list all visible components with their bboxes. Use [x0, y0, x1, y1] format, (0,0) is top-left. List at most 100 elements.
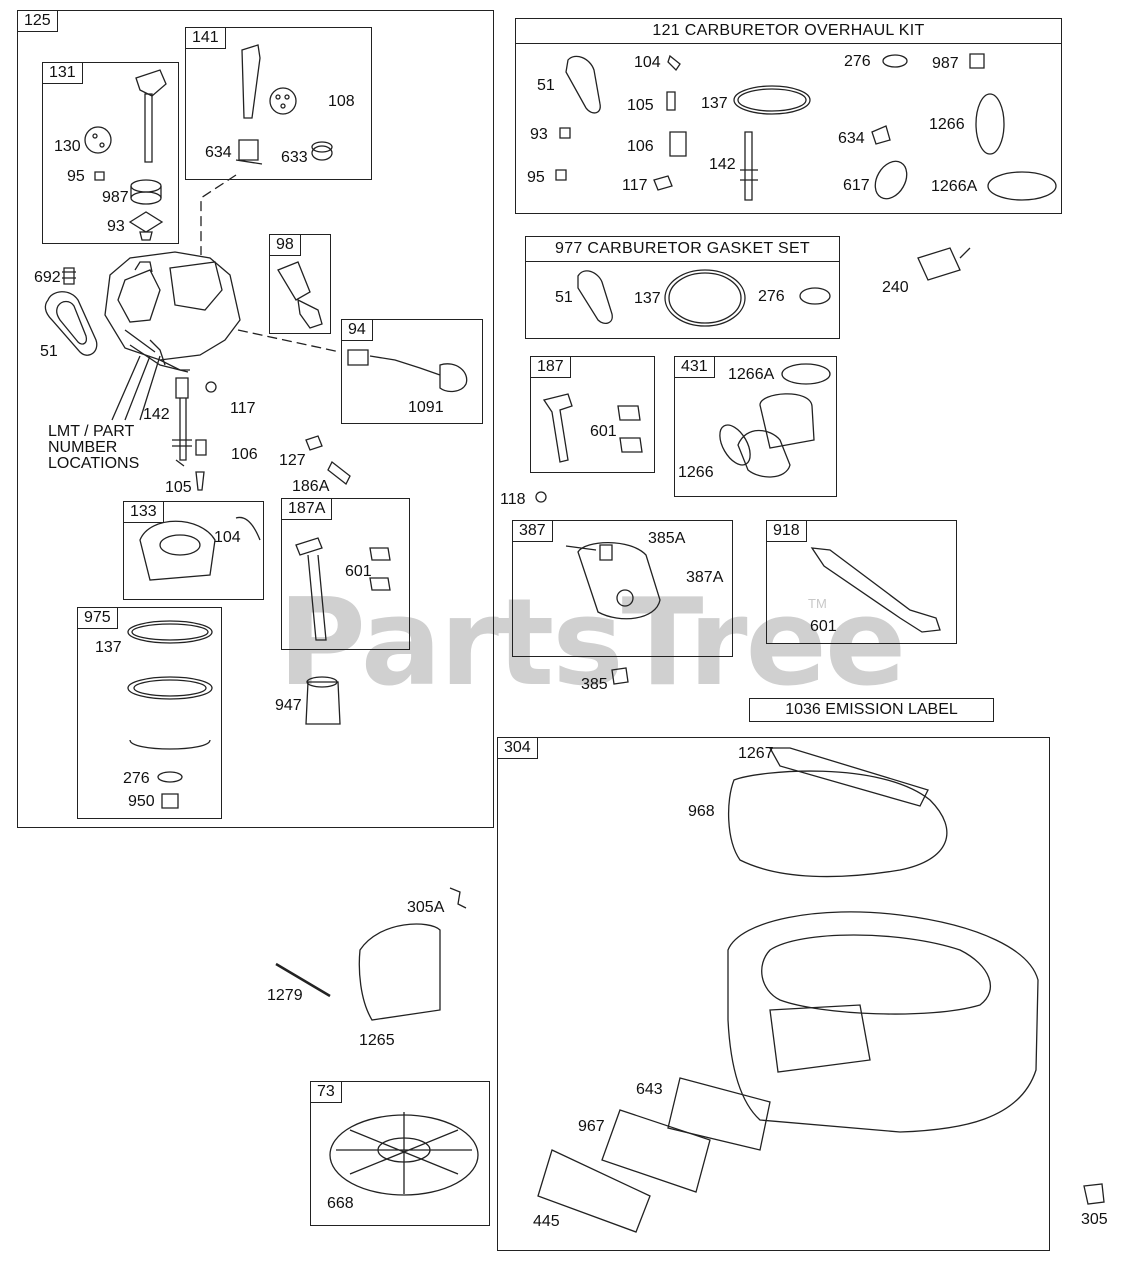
gasket-label-276: 276: [758, 288, 785, 305]
part-label-1265: 1265: [359, 1032, 395, 1049]
group-tag-73: 73: [310, 1081, 342, 1103]
part-label-967: 967: [578, 1118, 605, 1135]
part-label-305A: 305A: [407, 899, 445, 916]
overhaul-label-987: 987: [932, 55, 959, 72]
part-141-stem: [241, 44, 261, 119]
overhaul-label-617: 617: [843, 177, 870, 194]
part-label-106: 106: [231, 446, 258, 463]
overhaul-label-276: 276: [844, 53, 871, 70]
group-box-387: 387: [512, 520, 733, 657]
part-51-gasket: [44, 291, 98, 356]
group-box-918: 918: [766, 520, 957, 644]
group-box-187: 187: [530, 356, 655, 473]
part-label-385: 385: [581, 676, 608, 693]
part-label-93: 93: [107, 218, 125, 235]
part-label-1266A-431: 1266A: [728, 366, 775, 383]
part-label-987: 987: [102, 189, 129, 206]
part-1265-shield: [358, 923, 441, 1021]
part-label-1091: 1091: [408, 399, 444, 416]
part-1267-strip: [768, 747, 929, 807]
group-box-187A: 187A: [281, 498, 410, 650]
part-967-label: [601, 1109, 711, 1193]
group-box-125: 125: [17, 10, 494, 828]
overhaul-label-634: 634: [838, 130, 865, 147]
part-label-1266-431: 1266: [678, 464, 714, 481]
group-tag-431: 431: [674, 356, 715, 378]
kit-title-overhaul: 121 CARBURETOR OVERHAUL KIT: [516, 19, 1061, 44]
part-label-105: 105: [165, 479, 192, 496]
kit-box-gasket: 977 CARBURETOR GASKET SET: [525, 236, 840, 339]
part-304-shroud: [727, 911, 1039, 1133]
group-box-73: 73: [310, 1081, 490, 1226]
part-label-142: 142: [143, 406, 170, 423]
part-label-1267: 1267: [738, 745, 774, 762]
group-tag-187A: 187A: [281, 498, 333, 520]
overhaul-label-93: 93: [530, 126, 548, 143]
kit-box-overhaul: 121 CARBURETOR OVERHAUL KIT: [515, 18, 1062, 214]
overhaul-label-104: 104: [634, 54, 661, 71]
part-label-692: 692: [34, 269, 61, 286]
part-label-634: 634: [205, 144, 232, 161]
lmt-note-line3: LOCATIONS: [48, 455, 140, 472]
part-label-633: 633: [281, 149, 308, 166]
part-133-shape: [139, 520, 216, 581]
part-label-601: 601: [345, 563, 372, 580]
group-tag-387: 387: [512, 520, 553, 542]
group-box-141: 141: [185, 27, 372, 180]
lmt-note-line1: LMT / PART: [48, 423, 135, 440]
part-label-137: 137: [95, 639, 122, 656]
part-label-387A: 387A: [686, 569, 724, 586]
part-130-plate: [84, 126, 112, 154]
overhaul-label-1266: 1266: [929, 116, 965, 133]
group-tag-131: 131: [42, 62, 83, 84]
gasket-label-137: 137: [634, 290, 661, 307]
lmt-note-line2: NUMBER: [48, 439, 118, 456]
part-label-276: 276: [123, 770, 150, 787]
lmt-note: LMT / PART NUMBER LOCATIONS: [48, 424, 139, 472]
part-label-108: 108: [328, 93, 355, 110]
part-label-51: 51: [40, 343, 58, 360]
group-tag-125: 125: [17, 10, 58, 32]
group-box-131: 131: [42, 62, 179, 244]
group-tag-304: 304: [497, 737, 538, 759]
gasket-label-51: 51: [555, 289, 573, 306]
overhaul-label-105: 105: [627, 97, 654, 114]
part-label-1279: 1279: [267, 987, 303, 1004]
part-label-601-187: 601: [590, 423, 617, 440]
group-box-133: 133: [123, 501, 264, 600]
group-tag-141: 141: [185, 27, 226, 49]
part-label-445: 445: [533, 1213, 560, 1230]
group-tag-918: 918: [766, 520, 807, 542]
part-968-cover: [727, 770, 948, 878]
overhaul-label-117: 117: [622, 177, 648, 194]
part-label-643: 643: [636, 1081, 663, 1098]
group-tag-98: 98: [269, 234, 301, 256]
kit-emission-label: 1036 EMISSION LABEL: [749, 698, 994, 722]
part-label-305: 305: [1081, 1211, 1108, 1228]
group-tag-94: 94: [341, 319, 373, 341]
part-445-panel: [537, 1149, 651, 1233]
part-label-95: 95: [67, 168, 85, 185]
overhaul-label-137: 137: [701, 95, 728, 112]
group-box-98: 98: [269, 234, 331, 334]
part-label-385A: 385A: [648, 530, 686, 547]
part-label-104: 104: [214, 529, 241, 546]
part-label-601-918: 601: [810, 618, 837, 635]
group-tag-133: 133: [123, 501, 164, 523]
group-tag-975: 975: [77, 607, 118, 629]
lmt-leader-lines: [111, 355, 161, 421]
group-box-431: 431: [674, 356, 837, 497]
overhaul-label-1266A: 1266A: [931, 178, 978, 195]
part-634-shape: [235, 139, 263, 165]
part-131-head: [135, 69, 167, 97]
part-label-118: 118: [500, 491, 526, 508]
group-box-94: 94: [341, 319, 483, 424]
overhaul-label-142: 142: [709, 156, 736, 173]
part-label-968: 968: [688, 803, 715, 820]
part-643-frame: [667, 1077, 771, 1151]
part-label-130: 130: [54, 138, 81, 155]
part-108-plate: [269, 87, 297, 115]
overhaul-label-51: 51: [537, 77, 555, 94]
group-tag-187: 187: [530, 356, 571, 378]
